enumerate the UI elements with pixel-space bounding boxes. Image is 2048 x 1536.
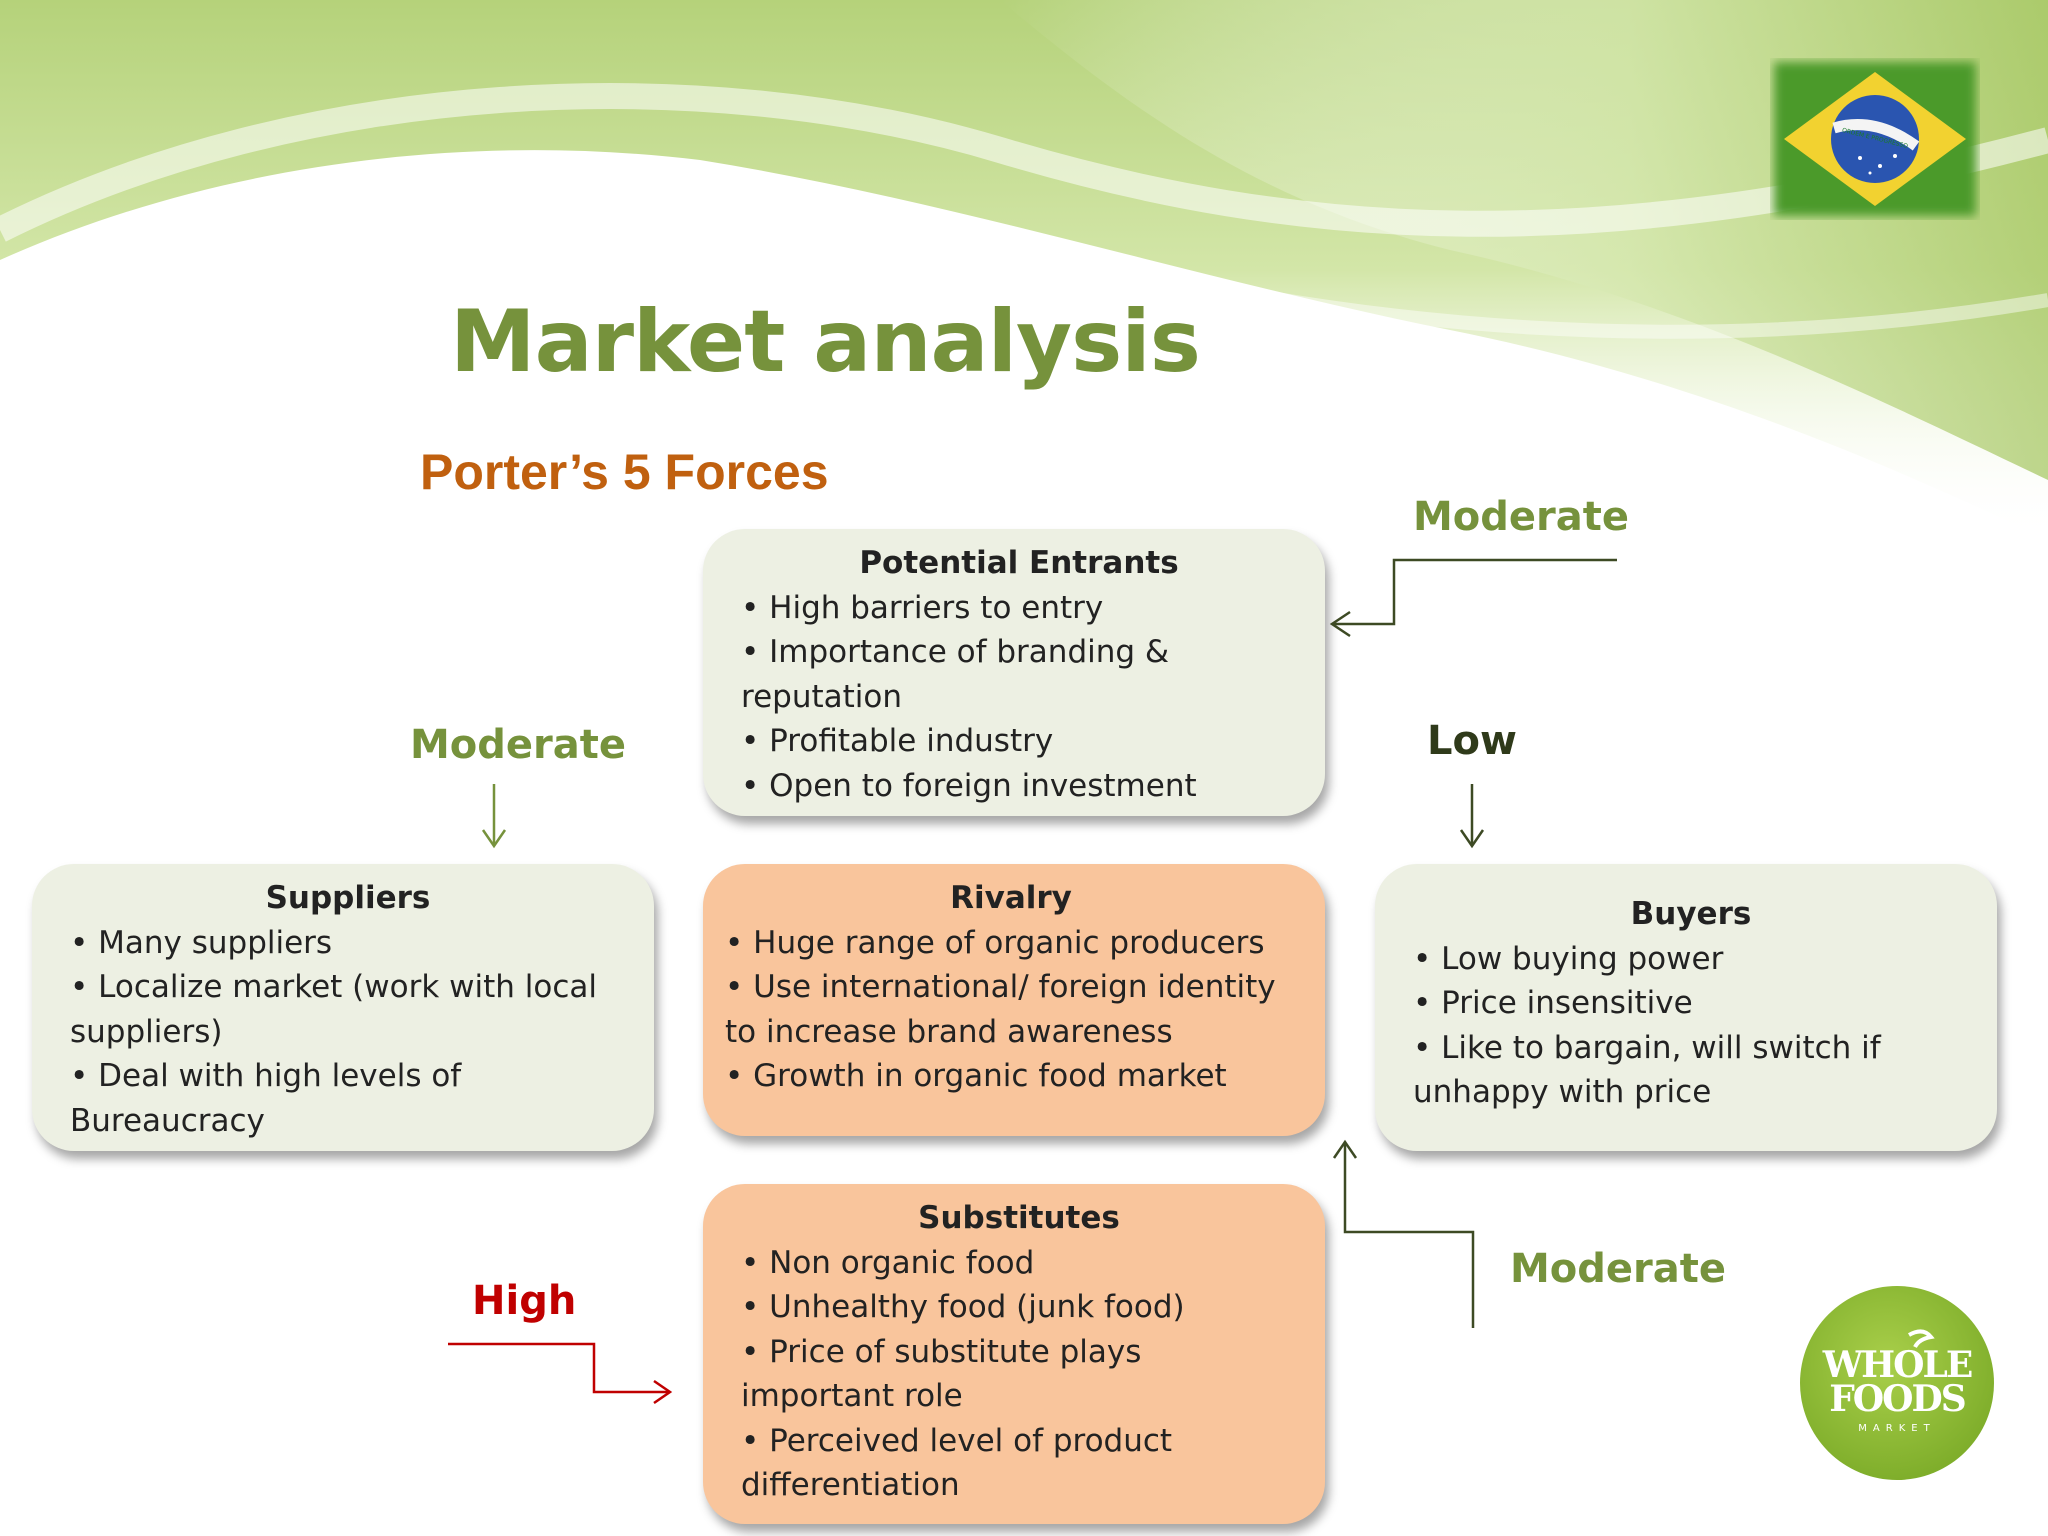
list-item: Localize market (work with local supplie… [70, 965, 626, 1054]
potential-entrants-box: Potential Entrants High barriers to entr… [703, 529, 1325, 816]
list-item: Many suppliers [70, 921, 626, 966]
suppliers-title: Suppliers [265, 880, 431, 916]
list-item: Perceived level of product differentiati… [741, 1419, 1297, 1508]
list-item: Growth in organic food market [725, 1054, 1297, 1099]
buyers-box: Buyers Low buying power Price insensitiv… [1375, 864, 1997, 1151]
svg-text:WHOLE: WHOLE [1822, 1344, 1972, 1386]
list-item: Importance of branding & reputation [741, 630, 1297, 719]
buyers-title: Buyers [1630, 896, 1752, 932]
substitutes-box: Substitutes Non organic food Unhealthy f… [703, 1184, 1325, 1524]
substitutes-level-label: High [472, 1278, 577, 1324]
list-item: Open to foreign investment [741, 764, 1297, 809]
slide-title: Market analysis [450, 292, 1201, 392]
list-item: High barriers to entry [741, 586, 1297, 631]
suppliers-list: Many suppliers Localize market (work wit… [70, 921, 626, 1144]
whole-foods-logo-icon: WHOLE FOODS MARKET [1800, 1286, 1994, 1480]
buyers-level-label: Low [1427, 718, 1517, 764]
potential-entrants-list: High barriers to entry Importance of bra… [741, 586, 1297, 809]
list-item: Price insensitive [1413, 981, 1969, 1026]
svg-text:FOODS: FOODS [1829, 1378, 1965, 1420]
slide-subtitle: Porter’s 5 Forces [420, 444, 829, 500]
list-item: Price of substitute plays important role [741, 1330, 1297, 1419]
list-item: Huge range of organic producers [725, 921, 1297, 966]
potential-entrants-title: Potential Entrants [859, 545, 1179, 581]
buyers-list: Low buying power Price insensitive Like … [1413, 937, 1969, 1115]
rivalry-box: Rivalry Huge range of organic producers … [703, 864, 1325, 1136]
list-item: Deal with high levels of Bureaucracy [70, 1054, 626, 1143]
svg-text:MARKET: MARKET [1858, 1423, 1935, 1434]
suppliers-level-label: Moderate [410, 722, 627, 768]
substitutes-title: Substitutes [918, 1200, 1120, 1236]
list-item: Like to bargain, will switch if unhappy … [1413, 1026, 1969, 1115]
list-item: Non organic food [741, 1241, 1297, 1286]
list-item: Low buying power [1413, 937, 1969, 982]
suppliers-box: Suppliers Many suppliers Localize market… [32, 864, 654, 1151]
list-item: Unhealthy food (junk food) [741, 1285, 1297, 1330]
potential-entrants-level-label: Moderate [1413, 494, 1630, 540]
rivalry-title: Rivalry [950, 880, 1072, 916]
substitutes-list: Non organic food Unhealthy food (junk fo… [741, 1241, 1297, 1508]
list-item: Profitable industry [741, 719, 1297, 764]
rivalry-list: Huge range of organic producers Use inte… [725, 921, 1297, 1099]
rivalry-level-label: Moderate [1510, 1246, 1727, 1292]
brazil-flag-icon: ORDEM E PROGRESSO [1774, 62, 1976, 216]
list-item: Use international/ foreign identity to i… [725, 965, 1297, 1054]
